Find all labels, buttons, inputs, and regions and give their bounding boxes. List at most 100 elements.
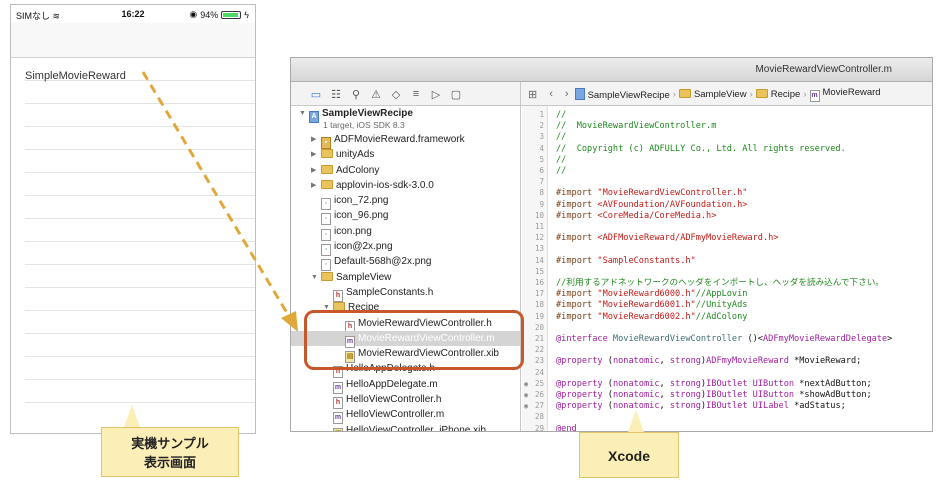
- folder-icon[interactable]: ▭: [310, 88, 322, 101]
- navigator-item[interactable]: ◦icon_96.png: [291, 208, 520, 226]
- outlet-connection-icon[interactable]: ◉: [524, 391, 529, 399]
- table-row[interactable]: [25, 380, 255, 403]
- code-line[interactable]: 20: [522, 322, 932, 334]
- navigator-item[interactable]: ▶ AdColony: [291, 163, 520, 178]
- code-line[interactable]: 28: [522, 411, 932, 423]
- navigator-item[interactable]: ▤MovieRewardViewController.xib: [291, 346, 520, 364]
- code-line[interactable]: 10#import <CoreMedia/CoreMedia.h>: [522, 210, 932, 222]
- code-line[interactable]: 4// Copyright (c) ADFULLY Co., Ltd. All …: [522, 143, 932, 155]
- table-row[interactable]: [25, 242, 255, 265]
- code-line[interactable]: ◉26@property (nonatomic, strong)IBOutlet…: [522, 389, 932, 401]
- rotation-lock-icon: ◉: [189, 9, 198, 19]
- code-line[interactable]: 22: [522, 344, 932, 356]
- clock: 16:22: [121, 9, 145, 19]
- table-row[interactable]: [25, 173, 255, 196]
- code-line[interactable]: 17#import "MovieReward6000.h"//AppLovin: [522, 288, 932, 300]
- code-line[interactable]: 3//: [522, 131, 932, 143]
- table-row[interactable]: [25, 288, 255, 311]
- code-line[interactable]: 29@end: [522, 423, 932, 432]
- project-subtitle: 1 target, iOS SDK 8.3: [323, 120, 405, 130]
- disclosure-open-icon[interactable]: ▼: [323, 304, 330, 312]
- code-line[interactable]: 2// MovieRewardViewController.m: [522, 120, 932, 132]
- code-text: @end: [556, 423, 577, 432]
- navigator-item[interactable]: ▶unityAds: [291, 147, 520, 162]
- code-line[interactable]: 5//: [522, 154, 932, 166]
- code-line[interactable]: 7: [522, 176, 932, 188]
- code-line[interactable]: 18#import "MovieReward6001.h"//UnityAds: [522, 299, 932, 311]
- warning-icon[interactable]: ⚠: [371, 88, 381, 101]
- table-row[interactable]: [25, 127, 255, 150]
- code-line[interactable]: 6//: [522, 165, 932, 177]
- disclosure-closed-icon[interactable]: ▶: [311, 166, 317, 174]
- navigator-item[interactable]: ◦icon_72.png: [291, 193, 520, 211]
- table-row[interactable]: [25, 357, 255, 380]
- disclosure-closed-icon[interactable]: ▶: [311, 181, 317, 189]
- navigator-item[interactable]: ▼SampleView: [291, 270, 520, 285]
- debug-icon[interactable]: ≡: [412, 88, 420, 100]
- table-row[interactable]: [25, 219, 255, 242]
- line-number: 13: [534, 244, 544, 254]
- table-row[interactable]: [25, 81, 255, 104]
- jump-bar-subgroup[interactable]: Recipe: [755, 88, 800, 100]
- code-line[interactable]: 19#import "MovieReward6002.h"//AdColony: [522, 311, 932, 323]
- device-screen: SIMなし ≋ 16:22 ◉ 94% ϟ SimpleMovieReward: [10, 4, 256, 434]
- code-line[interactable]: 15: [522, 266, 932, 278]
- table-row[interactable]: [25, 334, 255, 357]
- table-row[interactable]: [25, 311, 255, 334]
- breakpoint-icon[interactable]: ▷: [431, 88, 441, 101]
- disclosure-closed-icon[interactable]: ▶: [311, 136, 317, 143]
- outlet-connection-icon[interactable]: ◉: [524, 379, 529, 388]
- table-row[interactable]: [25, 150, 255, 173]
- back-icon[interactable]: ‹: [549, 88, 553, 100]
- hierarchy-icon[interactable]: ☷: [331, 88, 341, 101]
- forward-icon[interactable]: ›: [564, 88, 569, 100]
- table-row[interactable]: [25, 196, 255, 219]
- navigator-item[interactable]: ▤HelloViewController_iPhone.xib: [291, 423, 520, 431]
- search-icon[interactable]: ⚲: [351, 88, 361, 101]
- code-line[interactable]: 1//: [522, 109, 932, 121]
- code-line[interactable]: ◉27@property (nonatomic, strong)IBOutlet…: [522, 400, 932, 412]
- code-line[interactable]: 14#import "SampleConstants.h": [522, 255, 932, 267]
- table-view[interactable]: [11, 58, 255, 403]
- table-row[interactable]: [25, 104, 255, 127]
- report-icon[interactable]: ▢: [450, 88, 462, 101]
- disclosure-open-icon[interactable]: ▼: [299, 110, 306, 117]
- line-number: 27: [534, 401, 544, 411]
- code-line[interactable]: 13: [522, 243, 932, 255]
- jump-bar-project[interactable]: SampleViewRecipe: [574, 87, 670, 101]
- line-number: 11: [534, 222, 544, 231]
- navigator-item[interactable]: ◦icon@2x.png: [291, 239, 520, 257]
- code-line[interactable]: 16//利用するアドネットワークのヘッダをインポートし、ヘッダを読み込んで下さい…: [522, 277, 932, 289]
- code-line[interactable]: 21@interface MovieRewardViewController (…: [522, 333, 932, 345]
- navigator-item[interactable]: ◦icon.png: [291, 224, 520, 241]
- code-line[interactable]: ◉25@property (nonatomic, strong)IBOutlet…: [522, 378, 932, 390]
- code-line[interactable]: 9#import <AVFoundation/AVFoundation.h>: [522, 199, 932, 211]
- related-items-icon[interactable]: ⊞: [528, 88, 538, 101]
- code-line[interactable]: 12#import <ADFMovieReward/ADFmyMovieRewa…: [522, 232, 932, 244]
- navigator-item-label: AdColony: [336, 164, 380, 176]
- disclosure-open-icon[interactable]: ▼: [311, 273, 318, 281]
- table-row[interactable]: [25, 265, 255, 288]
- list-item-simple-movie-reward[interactable]: SimpleMovieReward: [25, 70, 126, 82]
- navigator-item[interactable]: ▶applovin-ios-sdk-3.0.0: [291, 178, 520, 193]
- code-line[interactable]: 24: [522, 367, 932, 379]
- table-row[interactable]: [25, 58, 255, 81]
- code-line[interactable]: 23@property (nonatomic, strong)ADFmyMovi…: [522, 355, 932, 367]
- navigator-item[interactable]: ◦Default-568h@2x.png: [291, 254, 520, 272]
- jump-bar-group[interactable]: SampleView: [678, 88, 747, 100]
- test-icon[interactable]: ◇: [391, 88, 401, 101]
- window-title: MovieRewardViewController.m: [291, 58, 932, 82]
- outlet-connection-icon[interactable]: ◉: [524, 402, 529, 411]
- disclosure-closed-icon[interactable]: ▶: [311, 151, 317, 159]
- code-line[interactable]: 11: [522, 221, 932, 233]
- navigator-item[interactable]: ▶▪ADFMovieReward.framework: [291, 132, 520, 149]
- code-line[interactable]: 8#import "MovieRewardViewController.h": [522, 187, 932, 199]
